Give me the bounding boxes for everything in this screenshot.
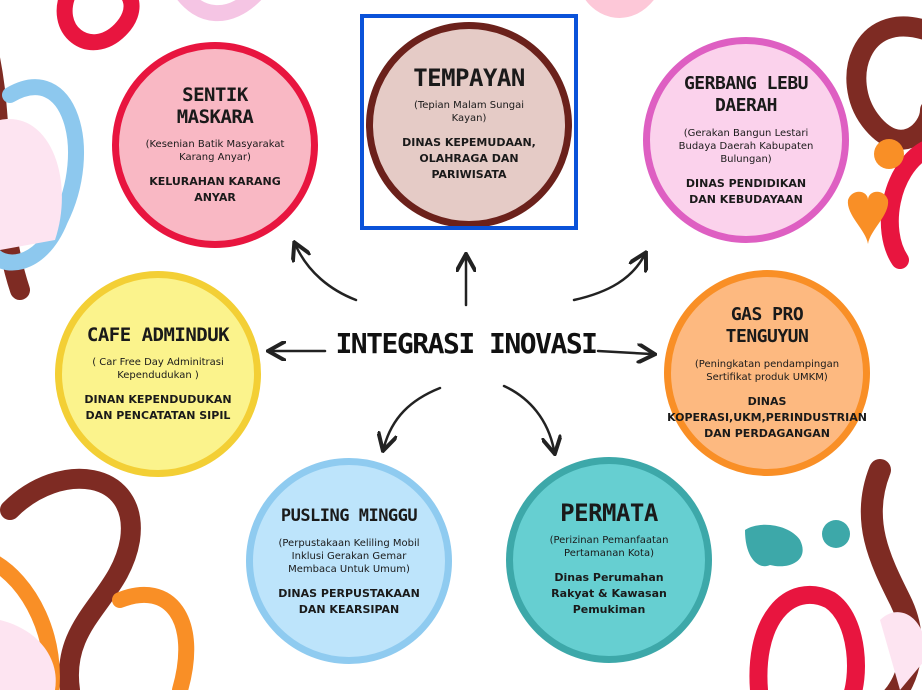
node-organization: DINAS KEPEMUDAAN, OLAHRAGA DAN PARIWISAT… — [402, 136, 536, 181]
node-subtitle: (Perizinan Pemanfaatan Pertamanan Kota) — [549, 535, 669, 559]
node-gerbang-lebu-daerah[interactable]: GERBANG LEBU DAERAH (Gerakan Bangun Lest… — [643, 37, 849, 243]
node-organization: DINAN KEPENDUDUKAN DAN PENCATATAN SIPIL — [84, 393, 232, 422]
node-title: PUSLING MINGGU — [280, 505, 418, 526]
center-title: INTEGRASI INOVASI — [335, 327, 598, 360]
node-organization: Dinas Perumahan Rakyat & Kawasan Pemukim… — [551, 571, 667, 616]
node-title: GAS PRO TENGUYUN — [725, 304, 809, 347]
node-sentik-maskara[interactable]: SENTIK MASKARA (Kesenian Batik Masyaraka… — [112, 42, 318, 248]
node-title: SENTIK MASKARA — [176, 84, 254, 128]
node-title: TEMPAYAN — [413, 64, 525, 92]
node-title: GERBANG LEBU DAERAH — [683, 72, 809, 116]
node-subtitle: (Tepian Malam Sungai Kayan) — [413, 100, 525, 124]
node-title: CAFE ADMINDUK — [86, 324, 230, 346]
node-subtitle: (Kesenian Batik Masyarakat Karang Anyar) — [145, 139, 285, 163]
node-subtitle: (Peningkatan pendampingan Sertifikat pro… — [694, 359, 840, 383]
node-pusling-minggu[interactable]: PUSLING MINGGU (Perpustakaan Keliling Mo… — [246, 458, 452, 664]
node-subtitle: (Perpustakaan Keliling Mobil Inklusi Ger… — [278, 537, 420, 575]
node-subtitle: ( Car Free Day Adminitrasi Kependudukan … — [92, 357, 224, 381]
node-gas-pro-tenguyun[interactable]: GAS PRO TENGUYUN (Peningkatan pendamping… — [664, 270, 870, 476]
node-cafe-adminduk[interactable]: CAFE ADMINDUK ( Car Free Day Adminitrasi… — [55, 271, 261, 477]
node-tempayan[interactable]: TEMPAYAN (Tepian Malam Sungai Kayan) DIN… — [366, 22, 572, 228]
node-organization: DINAS PENDIDIKAN DAN KEBUDAYAAN — [685, 176, 807, 206]
node-permata[interactable]: PERMATA (Perizinan Pemanfaatan Pertamana… — [506, 457, 712, 663]
node-organization: DINAS PERPUSTAKAAN DAN KEARSIPAN — [278, 586, 420, 616]
node-title: PERMATA — [560, 499, 658, 527]
node-organization: KELURAHAN KARANG ANYAR — [149, 175, 281, 204]
node-subtitle: (Gerakan Bangun Lestari Budaya Daerah Ka… — [678, 127, 814, 165]
node-organization: DINAS KOPERASI,UKM,PERINDUSTRIAN DAN PER… — [667, 395, 867, 440]
